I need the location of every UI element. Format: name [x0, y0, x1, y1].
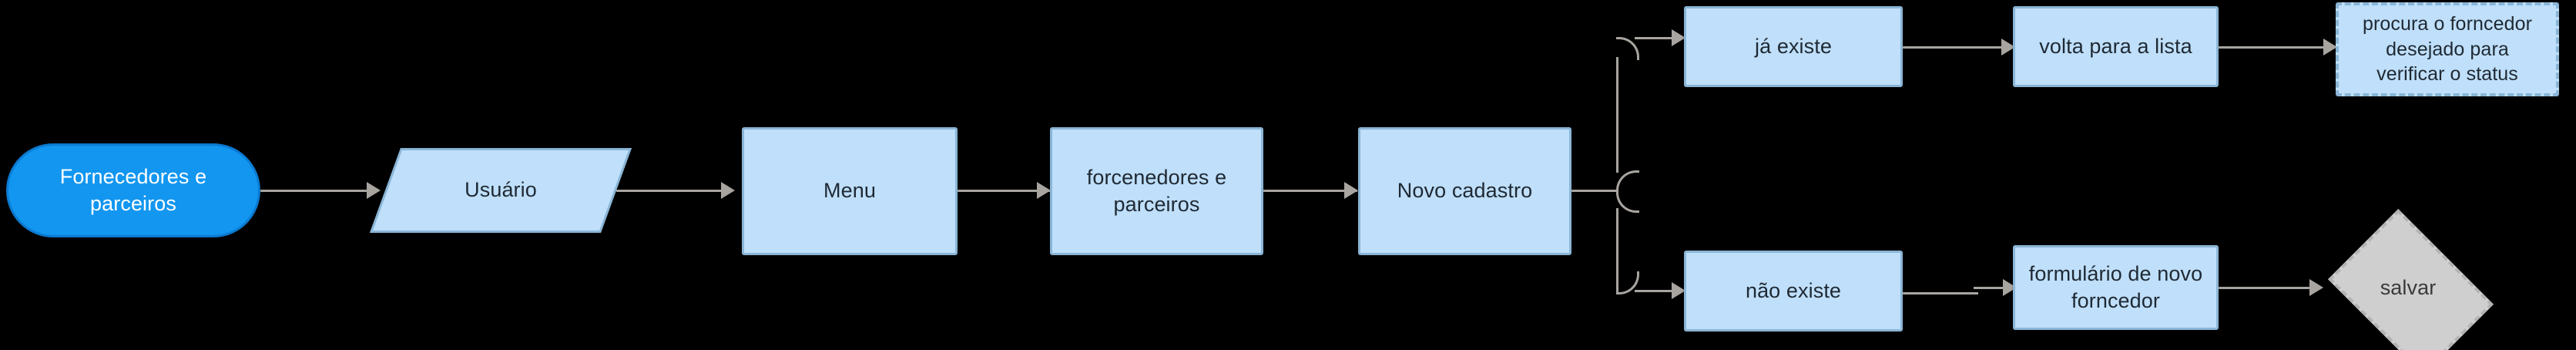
- node-volta-para-a-lista[interactable]: volta para a lista: [2013, 6, 2219, 87]
- edge-novo-naoexiste-vertical: [1616, 208, 1618, 293]
- node-menu[interactable]: Menu: [742, 127, 958, 255]
- edge-jaexiste-volta-arrowhead: [2001, 39, 2015, 56]
- node-label: forcenedores e parceiros: [1086, 165, 1227, 216]
- node-formulario-de-novo-forncedor[interactable]: formulário de novo forncedor: [2013, 245, 2219, 330]
- node-label: Novo cadastro: [1397, 179, 1533, 203]
- node-ja-existe[interactable]: já existe: [1684, 6, 1903, 87]
- node-salvar[interactable]: salvar: [2319, 208, 2497, 350]
- node-label: já existe: [1755, 34, 1832, 58]
- node-label: salvar: [2380, 276, 2437, 300]
- edge-formulario-salvar: [2219, 287, 2319, 289]
- edge-jaexiste-volta: [1903, 46, 2012, 49]
- node-label: Fornecedores e parceiros: [59, 164, 207, 215]
- node-forcenedores-e-parceiros[interactable]: forcenedores e parceiros: [1050, 127, 1263, 255]
- edge-volta-procura: [2219, 46, 2334, 49]
- edge-novo-jaexiste-arrowhead: [1672, 29, 1685, 46]
- edge-novo-jaexiste-corner-lower: [1616, 170, 1639, 194]
- node-label: formulário de novo forncedor: [2028, 261, 2203, 312]
- node-label: procura o forncedor desejado para verifi…: [2362, 13, 2533, 86]
- edge-usuario-menu: [616, 190, 732, 192]
- node-procura-o-forncedor[interactable]: procura o forncedor desejado para verifi…: [2336, 2, 2559, 96]
- edge-menu-fornec-arrowhead: [1037, 182, 1051, 199]
- node-label: Menu: [823, 179, 876, 203]
- edge-novo-jaexiste-horizontal: [1635, 37, 1682, 39]
- node-start-fornecedores-e-parceiros[interactable]: Fornecedores e parceiros: [6, 143, 260, 237]
- edge-menu-fornec: [958, 190, 1050, 192]
- edge-naoexiste-formulario-seg1: [1903, 292, 1978, 294]
- node-label: volta para a lista: [2039, 34, 2192, 58]
- edge-novo-jaexiste-vertical: [1616, 57, 1618, 173]
- edge-naoexiste-formulario-seg2: [1974, 287, 2017, 289]
- edge-formulario-salvar-arrowhead: [2309, 279, 2323, 296]
- edge-start-usuario: [260, 190, 377, 192]
- node-usuario[interactable]: Usuário: [369, 148, 632, 233]
- node-label: Usuário: [465, 178, 537, 202]
- edge-novo-naoexiste-horizontal: [1635, 290, 1682, 292]
- node-nao-existe[interactable]: não existe: [1684, 251, 1903, 331]
- edge-volta-procura-arrowhead: [2323, 39, 2337, 56]
- edge-novo-jaexiste-corner-upper: [1616, 37, 1639, 60]
- edge-fornec-novo: [1263, 190, 1357, 192]
- edge-novo-split-stem: [1571, 190, 1618, 192]
- node-novo-cadastro[interactable]: Novo cadastro: [1358, 127, 1571, 255]
- edge-fornec-novo-arrowhead: [1344, 182, 1358, 199]
- edge-start-usuario-arrowhead: [367, 182, 381, 199]
- edge-usuario-menu-arrowhead: [721, 182, 735, 199]
- edge-novo-naoexiste-corner-upper: [1616, 190, 1639, 213]
- edge-novo-naoexiste-arrowhead: [1672, 282, 1685, 299]
- node-label: não existe: [1745, 278, 1842, 302]
